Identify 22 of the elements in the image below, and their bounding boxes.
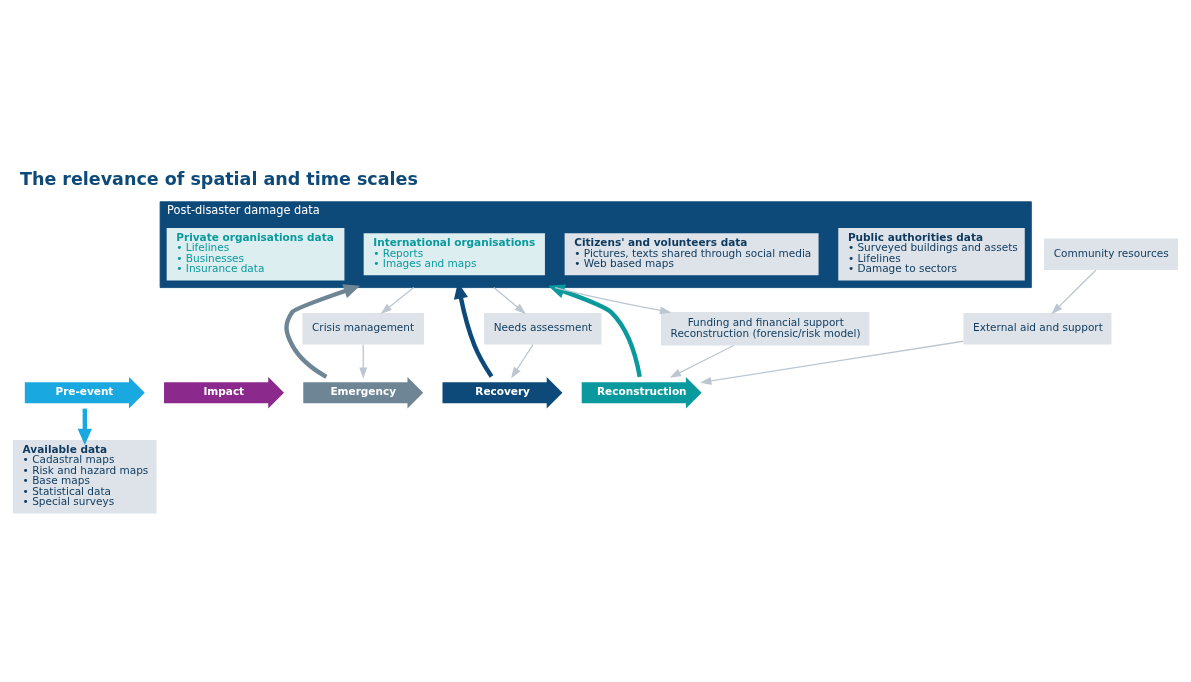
node-box: External aid and support [963,313,1112,345]
node-box: Available data • Cadastral maps • Risk and hazard maps • Base maps • Statistical data • Special surveys [13,439,157,514]
arrow [700,340,964,385]
arrow [380,286,415,315]
node-box: International organisations • Reports • Images and maps [363,233,545,276]
node-box: Crisis management [302,313,425,345]
arrow [77,408,92,446]
arrow [548,284,642,378]
arrow [1051,269,1097,315]
arrow [493,286,526,315]
node-box: Private organisations data • Lifelines • Businesses • Insurance data [166,228,345,281]
arrow [359,344,368,379]
node-box: Needs assessment [484,313,602,345]
arrow [284,284,361,379]
node-box: Citizens' and volunteers data • Pictures, texts shared through social media • Web based maps [564,233,819,276]
arrow [554,286,672,315]
arrow [669,344,735,378]
node-box: Funding and financial support Reconstruction (forensic/risk model) [660,312,870,346]
node-box: Public authorities data • Surveyed buildings and assets • Lifelines • Damage to sectors [838,228,1025,281]
node-box: Community resources [1044,238,1178,271]
arrow [511,344,534,379]
diagram-title: The relevance of spatial and time scales [20,169,418,190]
